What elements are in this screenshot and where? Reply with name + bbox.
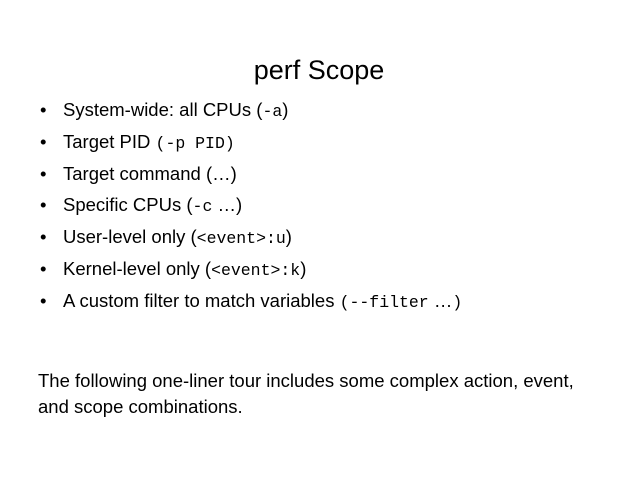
list-item: • A custom filter to match variables (--f… xyxy=(38,286,608,318)
list-item: • Specific CPUs (-c …) xyxy=(38,190,608,222)
code-fragment: -a xyxy=(262,102,283,121)
close-paren: ) xyxy=(300,257,307,279)
open-paren: ( xyxy=(186,194,193,216)
list-item: • Target command (…) xyxy=(38,159,608,191)
close-paren: ) xyxy=(224,133,235,153)
list-item: • Target PID (-p PID) xyxy=(38,127,608,159)
bullet-dot-icon: • xyxy=(40,226,47,248)
bullet-dot-icon: • xyxy=(40,99,47,120)
closing-paragraph: The following one-liner tour includes so… xyxy=(38,369,574,417)
bullet-dot-icon: • xyxy=(40,289,47,311)
open-paren: ( xyxy=(155,133,166,153)
trailing-ellipsis: … xyxy=(212,162,231,184)
open-paren: ( xyxy=(205,162,213,184)
code-fragment: --filter xyxy=(349,292,429,312)
open-paren: ( xyxy=(339,292,350,312)
bullet-text: User-level only xyxy=(63,226,191,248)
trailing-ellipsis: … xyxy=(212,194,236,216)
bullet-dot-icon: • xyxy=(40,162,47,184)
close-paren: ) xyxy=(452,292,463,312)
open-paren: ( xyxy=(190,226,197,248)
list-item: • Kernel-level only (<event>:k) xyxy=(38,254,608,286)
close-paren: ) xyxy=(230,162,237,184)
scope-bullet-list: •System-wide: all CPUs (-a) •Target PID … xyxy=(38,95,608,318)
bullet-text: A custom filter to match variables xyxy=(63,289,340,311)
list-item: • User-level only (<event>:u) xyxy=(38,222,608,254)
bullet-text: Kernel-level only xyxy=(63,257,205,279)
code-fragment: <event>:u xyxy=(196,229,286,249)
open-paren: ( xyxy=(256,99,263,120)
bullet-dot-icon: • xyxy=(40,194,47,216)
bullet-text: Target command xyxy=(63,162,206,184)
bullet-dot-icon: • xyxy=(40,257,47,279)
close-paren: ) xyxy=(282,99,289,120)
code-fragment: <event>:k xyxy=(211,260,301,280)
bullet-text: Target PID xyxy=(63,130,156,152)
code-fragment: -c xyxy=(192,197,213,217)
open-paren: ( xyxy=(204,257,212,279)
close-paren: ) xyxy=(285,226,292,248)
code-fragment: -p PID xyxy=(165,133,225,153)
bullet-dot-icon: • xyxy=(40,130,47,152)
page-title: perf Scope xyxy=(253,55,385,86)
bullet-text: Specific CPUs xyxy=(63,194,187,216)
bullet-text: System-wide: all CPUs xyxy=(63,99,257,120)
slide-body: •System-wide: all CPUs (-a) •Target PID … xyxy=(38,95,608,318)
trailing-ellipsis: … xyxy=(428,289,453,311)
close-paren: ) xyxy=(236,194,243,216)
list-item: • System-wide: all CPUs (-a) xyxy=(38,95,608,127)
